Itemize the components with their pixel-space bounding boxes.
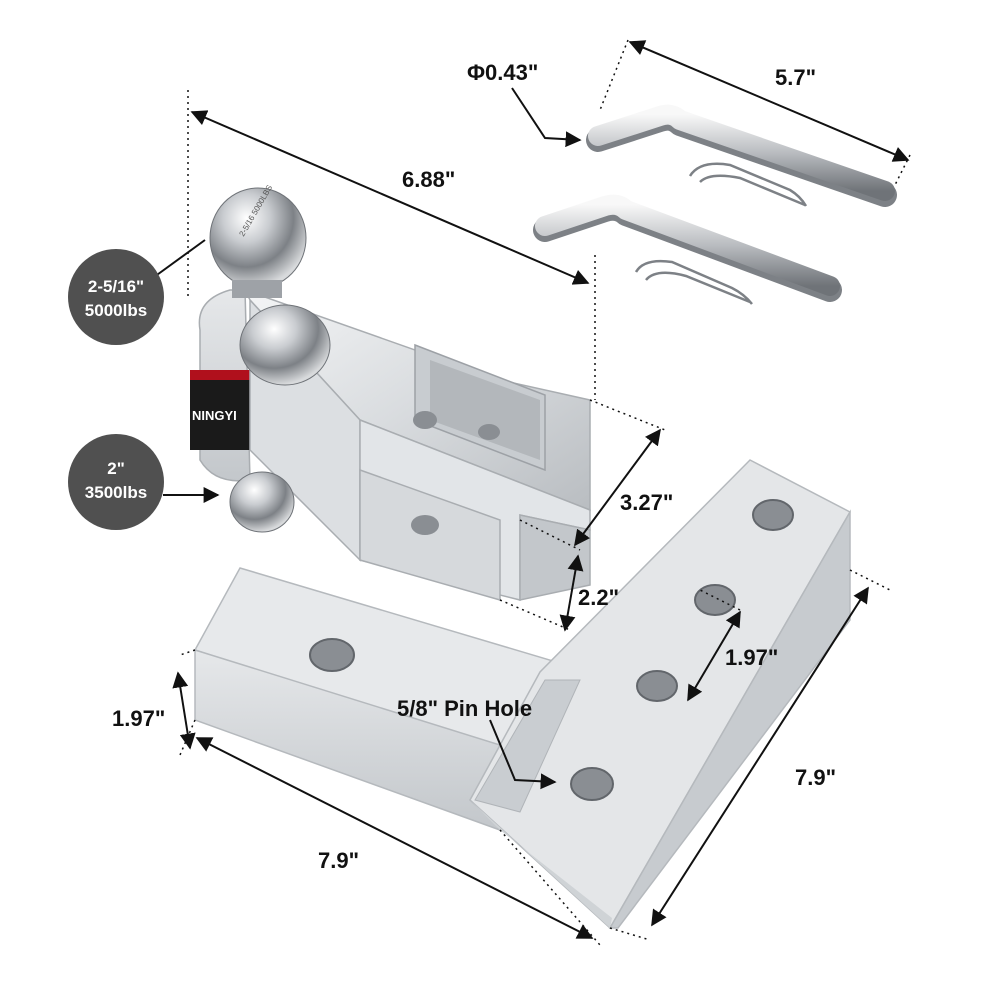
brand-band [190,370,250,450]
pin-hole-leader [489,719,557,790]
pin-hole-label: 5/8" Pin Hole [397,696,532,721]
opening-height-line [574,428,661,547]
shank-hole [752,499,794,531]
shank-length-line [190,110,590,285]
base-thickness-label: 1.97" [112,706,165,731]
base-thickness-line [172,671,196,750]
small-ball-rating: 3500lbs [85,483,147,502]
pin-diameter-leader [511,87,582,148]
large-ball-size: 2-5/16" [88,277,144,296]
pin-diameter-label: Φ0.43" [467,60,538,85]
shank-hole [570,767,614,801]
base-length-label: 7.9" [318,848,359,873]
large-ball-rating: 5000lbs [85,301,147,320]
brand-logo: NINGYI [192,408,237,423]
hitch-pin [586,104,897,207]
base-length-line [195,737,594,939]
large-ball-leader [149,239,206,281]
ball-mount: NINGYI 2-5/16 5000LBS [190,183,591,601]
dimension-lines [149,39,911,946]
shank-hole [694,584,736,616]
opening-height-label: 3.27" [620,490,673,515]
lower-height-label: 2.2" [578,585,619,610]
small-ball-badge: 2" 3500lbs [68,434,164,530]
retaining-clip [634,259,753,305]
small-ball-size: 2" [107,459,125,478]
shank-hole [636,670,678,702]
small-hitch-ball [229,471,295,533]
hitch-pin [533,194,842,302]
pin-length-line [628,40,910,162]
shank-hole [309,638,355,672]
hitch-pins [533,104,897,305]
upright-length-line [651,586,869,927]
lower-height-line [559,554,584,632]
hole-spacing-label: 1.97" [725,645,778,670]
pin-length-label: 5.7" [775,65,816,90]
retaining-clip [688,162,808,207]
shank-length-label: 6.88" [402,167,455,192]
dimension-labels: Φ0.43" 5.7" 6.88" 3.27" 2.2" 1.97" 5/8" … [112,60,836,873]
upright-length-label: 7.9" [795,765,836,790]
large-ball-badge: 2-5/16" 5000lbs [68,249,164,345]
